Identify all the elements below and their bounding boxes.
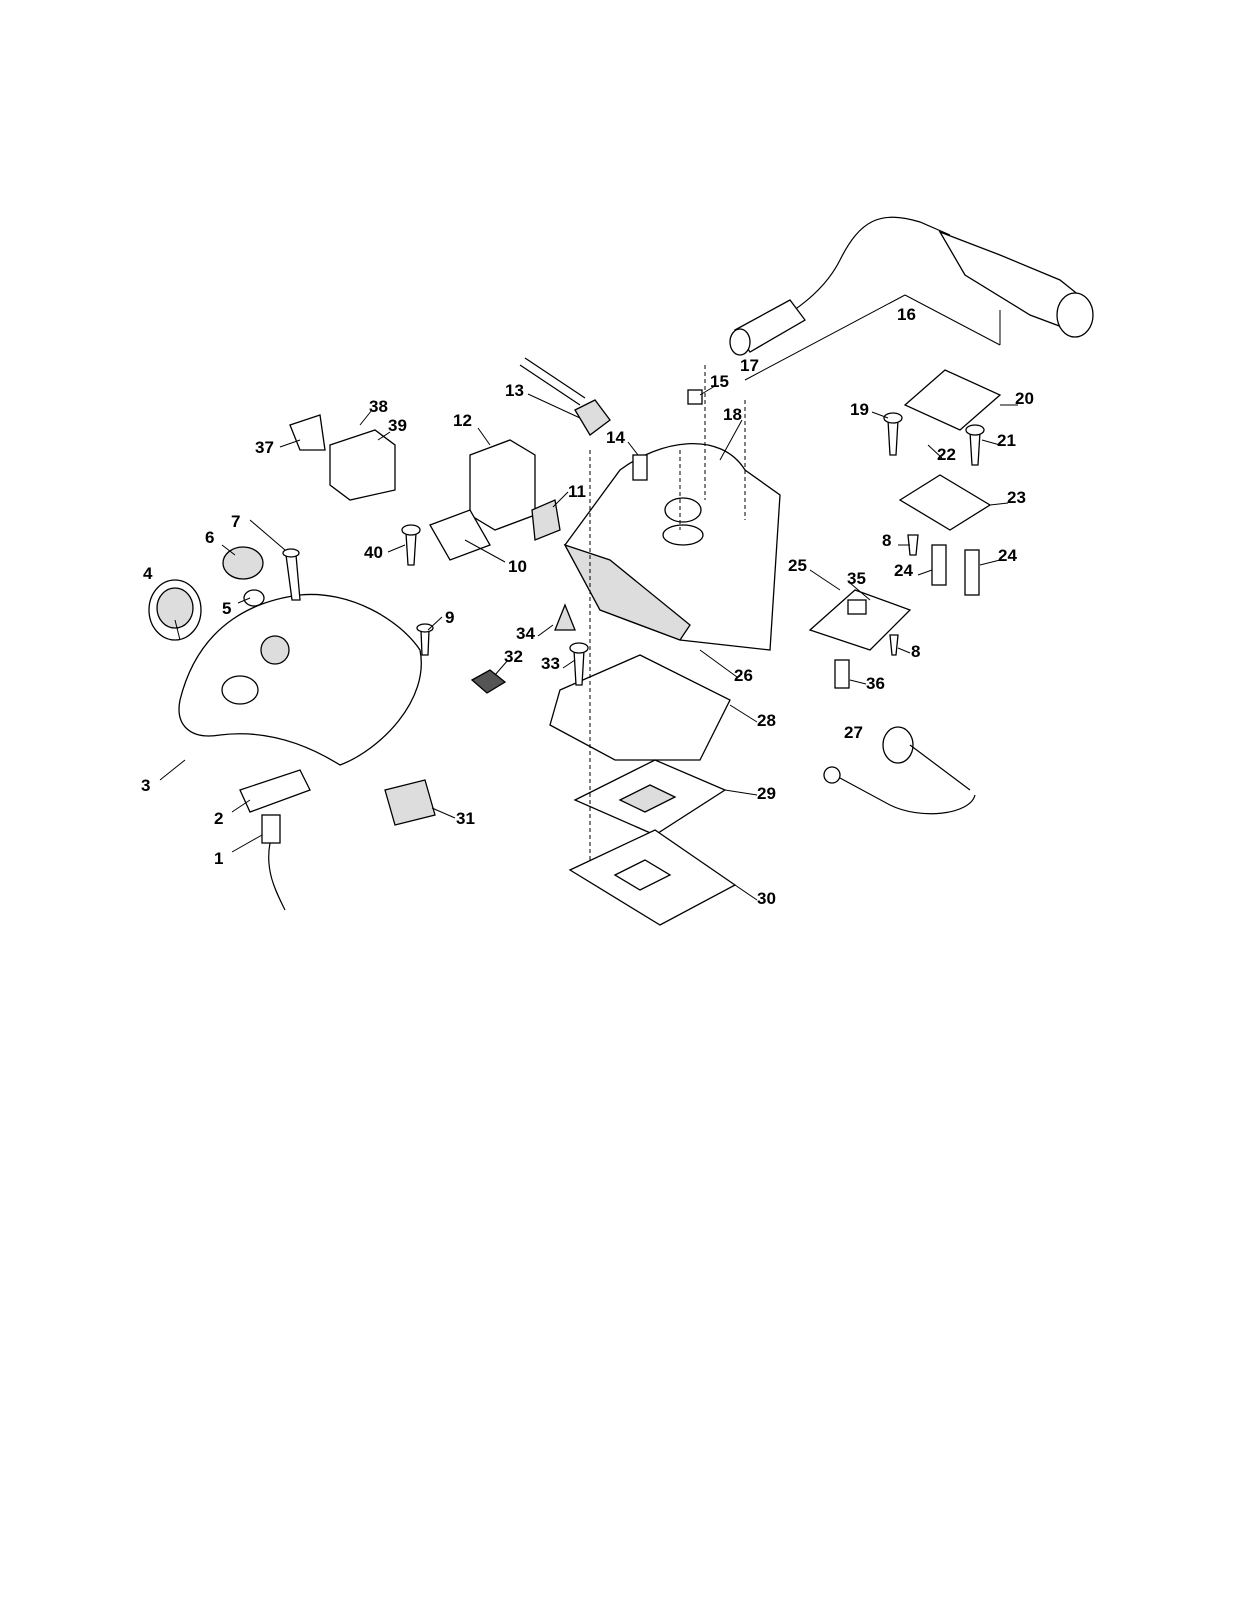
callout: 8	[911, 642, 920, 661]
callout: 34	[516, 624, 535, 643]
gasket-28	[549, 654, 731, 761]
gauge	[148, 579, 202, 641]
plug-15	[687, 389, 703, 405]
spacers-24	[834, 544, 980, 689]
callout: 4	[143, 564, 153, 583]
callout: 28	[757, 711, 776, 730]
callout: 15	[710, 372, 729, 391]
callout: 23	[1007, 488, 1026, 507]
power-cable-plug	[734, 216, 1094, 381]
callout: 25	[788, 556, 807, 575]
screw-7	[282, 548, 301, 601]
callout: 13	[505, 381, 524, 400]
pcb-20	[903, 369, 1002, 431]
callout: 18	[723, 405, 742, 424]
callout: 38	[369, 397, 388, 416]
callout: 7	[231, 512, 240, 531]
plate-30	[568, 829, 737, 926]
callout: 33	[541, 654, 560, 673]
microswitch-13	[519, 357, 611, 436]
pcb-25	[808, 589, 912, 651]
callout: 31	[456, 809, 475, 828]
callout: 32	[504, 647, 523, 666]
callout: 12	[453, 411, 472, 430]
foot-32	[470, 669, 507, 694]
front-cover	[178, 593, 422, 766]
callout: 11	[568, 482, 586, 501]
pcb-23	[898, 474, 992, 531]
callout: 29	[757, 784, 776, 803]
callout: 40	[364, 543, 383, 562]
callout: 6	[205, 528, 214, 547]
callout: 19	[850, 400, 869, 419]
callout: 27	[844, 723, 863, 742]
callout: 14	[606, 428, 625, 447]
contactor-12	[469, 439, 536, 531]
callout: 1	[214, 849, 223, 868]
switch-31	[384, 779, 436, 826]
plate-29	[573, 759, 727, 836]
sensor-27	[823, 726, 976, 815]
callout: 8	[882, 531, 891, 550]
callout: 2	[214, 809, 223, 828]
clip-37	[289, 414, 326, 451]
grommet-34	[554, 603, 576, 631]
knob	[222, 546, 264, 580]
callout: 24	[894, 561, 913, 580]
terminal-11	[531, 499, 561, 541]
callout: 5	[222, 599, 231, 618]
strain-relief-grommet	[729, 299, 806, 356]
screw-14	[632, 454, 648, 481]
relay-block-39	[329, 429, 396, 501]
hose-fitting-1	[261, 814, 286, 911]
callout: 21	[997, 431, 1016, 450]
callout-labels: 1 2 3 4 5 6 7 8 8 9 10 11 12 13 14 15 16…	[141, 305, 1034, 908]
washer-5	[243, 589, 265, 607]
callout: 35	[847, 569, 866, 588]
callout: 39	[388, 416, 407, 435]
callout: 9	[445, 608, 454, 627]
din-rail-10	[429, 509, 491, 561]
callout: 16	[897, 305, 916, 324]
callout: 10	[508, 557, 527, 576]
callout: 24	[998, 546, 1017, 565]
leader-lines	[159, 385, 1018, 901]
callout: 26	[734, 666, 753, 685]
bracket-2	[239, 769, 311, 813]
callout: 3	[141, 776, 150, 795]
housing-base	[563, 365, 781, 651]
callout: 30	[757, 889, 776, 908]
callout: 17	[740, 356, 759, 375]
callout: 36	[866, 674, 885, 693]
callout: 20	[1015, 389, 1034, 408]
callout: 37	[255, 438, 274, 457]
screws	[401, 412, 985, 686]
callout: 22	[937, 445, 956, 464]
